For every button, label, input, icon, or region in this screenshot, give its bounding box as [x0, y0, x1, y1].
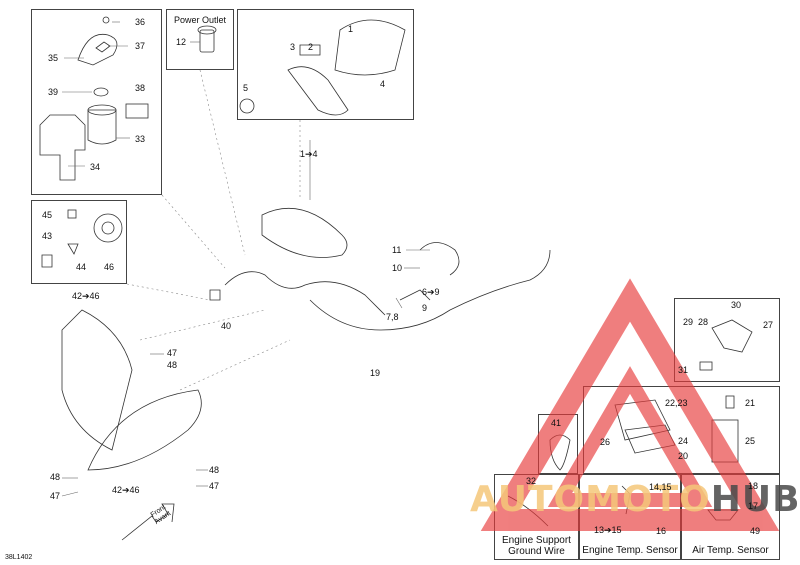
callout-16: 16 [656, 526, 667, 536]
callout-28: 28 [698, 317, 709, 327]
callout-2: 2 [308, 42, 314, 52]
bracket-27 [711, 319, 753, 353]
callout-44: 44 [76, 262, 87, 272]
bulb-43 [41, 254, 53, 268]
callout-38: 38 [135, 83, 146, 93]
callout-39: 39 [48, 87, 59, 97]
bolt-36 [102, 16, 110, 24]
callout-48-lower-right: 48 [209, 465, 220, 475]
wiring-harness-19 [309, 249, 551, 331]
callout-22-23: 22,23 [665, 398, 688, 408]
callout-31: 31 [678, 365, 689, 375]
label-38 [125, 103, 149, 119]
callout-47-lower-right: 47 [209, 481, 220, 491]
wiring-harness-main [224, 271, 386, 316]
callout-10: 10 [392, 263, 403, 273]
watermark-part-auto: AUTO [470, 479, 586, 520]
callout-25: 25 [745, 436, 756, 446]
headlight-left [61, 309, 133, 451]
part-45 [67, 209, 77, 219]
instrument-housing [261, 208, 348, 258]
caption-power-outlet: Power Outlet [173, 15, 227, 25]
watermark-part-hub: HUB [710, 479, 800, 520]
connector-40 [209, 289, 221, 301]
gauge-lens-4 [334, 19, 406, 76]
callout-11: 11 [392, 245, 402, 255]
box-power-outlet [166, 9, 234, 70]
fuse-21 [725, 395, 735, 409]
gauge-face-3 [287, 66, 349, 116]
cap-39 [93, 87, 109, 97]
callout-12: 12 [176, 37, 187, 47]
gauge-screw-2 [299, 44, 321, 56]
callout-47-upper: 47 [167, 348, 178, 358]
clip-44 [67, 243, 79, 255]
callout-34: 34 [90, 162, 101, 172]
callout-47-lower-left: 47 [50, 491, 61, 501]
caption-engine-temp-sensor: Engine Temp. Sensor [582, 545, 678, 556]
callout-49: 49 [750, 526, 761, 536]
callout-24: 24 [678, 436, 689, 446]
callout-17: 17 [748, 501, 759, 511]
callout-41: 41 [551, 418, 562, 428]
caption-air-temp-sensor: Air Temp. Sensor [692, 545, 769, 556]
gauge-5 [239, 98, 255, 114]
battery-tray-34 [39, 114, 86, 181]
callout-35: 35 [48, 53, 59, 63]
callout-30: 30 [731, 300, 742, 310]
callout-33: 33 [135, 134, 146, 144]
box-headlight-parts [31, 200, 127, 284]
part-31 [699, 361, 713, 371]
callout-40: 40 [221, 321, 232, 331]
callout-42-to-46-bottom: 42➔46 [112, 485, 140, 495]
battery-33 [87, 109, 117, 145]
callout-43: 43 [42, 231, 53, 241]
box-gauge-cluster [237, 9, 414, 120]
headlight-right [87, 389, 202, 471]
callout-32: 32 [526, 476, 537, 486]
callout-9: 9 [422, 303, 428, 313]
callout-13-to-15: 13➔15 [594, 525, 622, 535]
callout-5: 5 [243, 83, 249, 93]
wiring-branch [399, 289, 431, 301]
reflector-46 [93, 213, 123, 243]
callout-27: 27 [763, 320, 774, 330]
callout-3: 3 [290, 42, 296, 52]
power-outlet-12 [199, 29, 215, 53]
callout-4: 4 [380, 79, 386, 89]
callout-14-15: 14,15 [649, 482, 672, 492]
callout-46: 46 [104, 262, 115, 272]
front-arrow-shape [121, 503, 175, 541]
callout-1-to-4: 1➔4 [300, 149, 318, 159]
box-bracket-group [674, 298, 780, 382]
callout-29: 29 [683, 317, 694, 327]
caption-engine-support-ground-wire: Engine Support Ground Wire [502, 535, 571, 557]
diagram-code: 38L1402 [5, 554, 33, 561]
callout-18: 18 [748, 481, 759, 491]
callout-6-to-9: 6➔9 [422, 287, 440, 297]
callout-37: 37 [135, 41, 146, 51]
connector-11 [419, 242, 460, 276]
callout-42-to-46-top: 42➔46 [72, 291, 100, 301]
callout-20: 20 [678, 451, 689, 461]
callout-26: 26 [600, 437, 611, 447]
callout-48-lower-left: 48 [50, 472, 61, 482]
callout-19: 19 [370, 368, 381, 378]
callout-21: 21 [745, 398, 756, 408]
callout-7-8: 7,8 [386, 312, 399, 322]
callout-48-upper: 48 [167, 360, 178, 370]
box-battery-group [31, 9, 162, 195]
watermark-text: AUTOMOTOHUB [470, 482, 800, 518]
watermark-part-moto: MOTO [585, 479, 711, 520]
callout-1: 1 [348, 24, 354, 34]
callout-45: 45 [42, 210, 53, 220]
battery-strap-part [77, 33, 118, 66]
callout-36: 36 [135, 17, 146, 27]
